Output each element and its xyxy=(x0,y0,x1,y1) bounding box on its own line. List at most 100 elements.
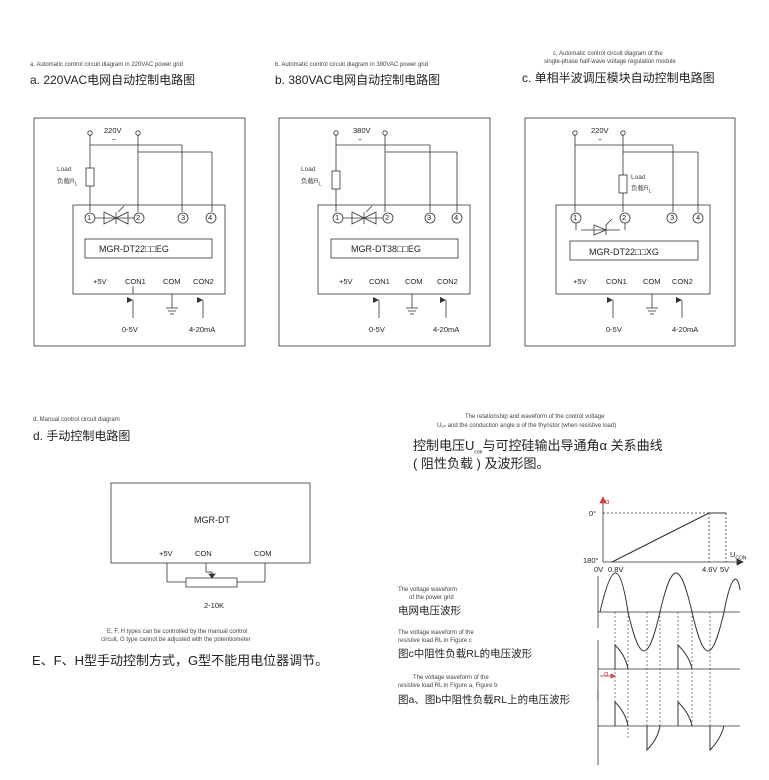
chart-series-line xyxy=(611,512,710,563)
diagram-c-terminal-con2: CON2 xyxy=(672,277,693,286)
diagram-a-pin2-circle xyxy=(133,212,145,224)
diagram-b-input-0-5v: 0-5V xyxy=(369,325,385,334)
wave-c-cn: 图c中阻性负载RL的电压波形 xyxy=(398,648,533,660)
diagram-a-pin1-circle xyxy=(84,212,96,224)
diagram-b-load-label: Load xyxy=(301,166,316,173)
diagram-d-wiper-icon xyxy=(208,573,216,579)
diagram-b-terminal-5v: +5V xyxy=(339,277,353,286)
waveform-cn-title-1: 控制电压Ucon与可控硅输出导通角α 关系曲线 xyxy=(413,438,663,456)
waveform-guides xyxy=(614,612,711,750)
diagram-c-voltage: 220V xyxy=(591,126,609,135)
diagram-b-module xyxy=(317,204,471,295)
diagram-a-terminal-com: COM xyxy=(163,277,181,286)
diagram-c-ac: ~ xyxy=(598,135,603,144)
diagram-a-pin-2: 2 xyxy=(136,213,141,222)
waveform-grid xyxy=(597,572,741,652)
chart-x-tick-4-6v: 4.6V xyxy=(702,565,718,574)
diagram-c-frame xyxy=(524,117,736,347)
diagram-c-en-title-1: c. Automatic control circuit diagram of … xyxy=(553,51,663,57)
diagram-d-note-en-2: circuit, G type cannot be adjusted with … xyxy=(101,637,251,643)
waveform-en-title-2: Uₒₙ and the conduction angle α of the th… xyxy=(437,423,617,429)
diagram-a xyxy=(33,117,246,347)
diagram-c-scr-icon xyxy=(575,218,626,236)
diagram-c-module xyxy=(555,204,711,295)
waveform-en-title-1: The relationship and waveform of the con… xyxy=(465,414,605,420)
diagram-a-load-cn: 负载RL xyxy=(57,178,78,188)
diagram-c-pin-2: 2 xyxy=(622,213,627,222)
diagram-b-voltage: 380V xyxy=(353,126,371,135)
diagram-d-pot-value: 2-10K xyxy=(204,601,225,610)
diagram-a-model-box xyxy=(84,238,213,259)
diagram-c-pin-3: 3 xyxy=(670,213,675,222)
diagram-c-terminal-5v: +5V xyxy=(573,277,587,286)
diagram-a-load-resistor xyxy=(85,167,95,187)
diagram-c xyxy=(524,117,736,347)
diagram-c-terminal-com: COM xyxy=(643,277,661,286)
alpha-chart xyxy=(599,496,744,566)
waveform-c xyxy=(597,640,740,700)
c-wave-pulse-1 xyxy=(614,643,629,670)
diagram-b-cn-title: b. 380VAC电网自动控制电路图 xyxy=(275,73,441,87)
diagram-a-terminal-con1: CON1 xyxy=(125,277,146,286)
diagram-d-terminal-com: COM xyxy=(254,549,272,558)
wave-grid-cn: 电网电压波形 xyxy=(398,605,461,617)
chart-y-arrow-icon xyxy=(599,496,607,504)
diagram-b-pin-1: 1 xyxy=(335,213,340,222)
diagram-a-pin-3: 3 xyxy=(181,213,186,222)
diagram-b-input-4-20ma: 4-20mA xyxy=(433,325,460,334)
diagram-b-ac: ~ xyxy=(358,135,363,144)
diagram-b-load-cn: 负载RL xyxy=(301,178,322,188)
diagram-a-pin-4: 4 xyxy=(208,213,213,222)
diagram-a-ac: ~ xyxy=(112,135,117,144)
wave-c-en-1: The voltage waveform of the xyxy=(398,630,474,636)
diagram-a-input-4-20ma: 4-20mA xyxy=(189,325,216,334)
wave-ab-en-1: The voltage waveform of the xyxy=(413,675,489,681)
diagram-d-cn-title: d. 手动控制电路图 xyxy=(33,429,131,443)
diagram-b-triac-icon xyxy=(343,205,383,225)
c-wave-pulse-2 xyxy=(677,643,693,670)
diagram-d xyxy=(110,482,311,588)
diagram-a-pin4-circle xyxy=(205,212,217,224)
wave-grid-en-2: of the power grid xyxy=(409,595,454,601)
diagram-d-model: MGR-DT xyxy=(194,515,230,525)
diagram-d-module xyxy=(110,482,311,564)
chart-y-top-tick: 0° xyxy=(589,509,597,518)
diagram-a-terminal-n xyxy=(135,130,141,136)
chart-x-arrow-icon xyxy=(736,558,744,566)
diagram-b xyxy=(278,117,491,347)
chart-x-tick-0v: 0V xyxy=(594,565,604,574)
diagram-c-input-4-20ma: 4-20mA xyxy=(672,325,699,334)
diagram-a-voltage: 220V xyxy=(104,126,122,135)
diagram-c-load-cn: 负载RL xyxy=(631,185,652,195)
diagram-a-en-title: a. Automatic control circuit diagram in … xyxy=(30,62,183,68)
diagram-c-load-label: Load xyxy=(631,174,646,181)
diagram-b-frame xyxy=(278,117,491,347)
diagram-b-pin-3: 3 xyxy=(427,213,432,222)
chart-y-bottom-tick: 180° xyxy=(583,556,599,565)
diagram-c-cn-title: c. 单相半波调压模块自动控制电路图 xyxy=(522,71,715,85)
diagram-b-terminal-con2: CON2 xyxy=(437,277,458,286)
diagram-a-frame xyxy=(33,117,246,347)
wave-c-en-2: resistive load RL in Figure c xyxy=(398,638,472,644)
diagram-d-note-cn: E、F、H型手动控制方式，G型不能用电位器调节。 xyxy=(32,653,329,668)
wave-alpha-mark: α xyxy=(604,669,609,678)
diagram-b-pin-4: 4 xyxy=(454,213,459,222)
waveform-ab xyxy=(597,690,740,765)
diagram-d-potentiometer xyxy=(185,577,238,588)
diagram-b-pin-2: 2 xyxy=(385,213,390,222)
diagram-a-module xyxy=(72,204,226,295)
wave-ab-cn: 图a、图b中阻性负载RL上的电压波形 xyxy=(398,694,571,706)
diagram-b-terminal-com: COM xyxy=(405,277,423,286)
diagram-a-pin3-circle xyxy=(177,212,189,224)
diagram-b-terminal-con1: CON1 xyxy=(369,277,390,286)
diagram-d-note-en-1: E, F, H types can be controlled by the m… xyxy=(107,629,248,635)
diagram-c-terminal-con1: CON1 xyxy=(606,277,627,286)
alpha-marker xyxy=(600,673,616,679)
diagram-b-model: MGR-DT38□□EG xyxy=(351,244,421,254)
diagram-c-input-0-5v: 0-5V xyxy=(606,325,622,334)
diagram-a-model: MGR-DT22□□EG xyxy=(99,244,169,254)
diagram-d-terminal-con: CON xyxy=(195,549,212,558)
chart-x-tick-5v: 5V xyxy=(720,565,730,574)
diagram-c-model: MGR-DT22□□XG xyxy=(589,247,659,257)
diagram-c-pin-4: 4 xyxy=(696,213,701,222)
